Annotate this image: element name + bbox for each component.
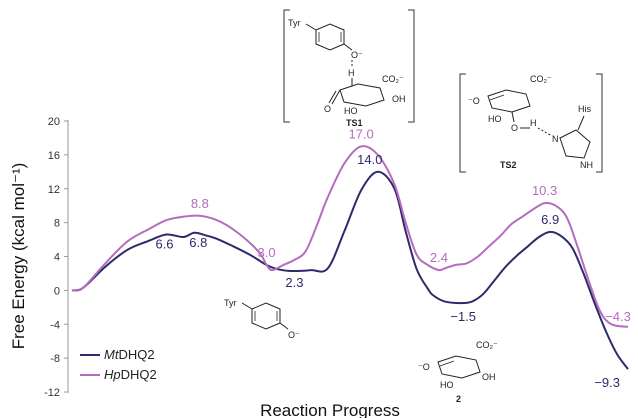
tyr-text: Tyr [224, 298, 237, 308]
ts2-co2-text: CO₂⁻ [530, 74, 552, 84]
ts1-o-text: O [324, 104, 331, 114]
c2-oh-text: OH [482, 372, 496, 382]
tyr-oxide-text: O⁻ [288, 330, 300, 340]
ts1-tyr-text: Tyr [288, 18, 301, 28]
data-label-hpdhq2: 2.4 [430, 250, 448, 265]
ts1-h-text: H [348, 68, 355, 78]
data-label-mtdhq2: 6.6 [155, 236, 173, 251]
c2-oxide-left-text: ⁻O [418, 362, 430, 372]
ts1-oh-text: OH [392, 94, 406, 104]
data-label-mtdhq2: −9.3 [594, 375, 620, 390]
ts1-structure: Tyr O⁻ H O CO₂⁻ HO OH TS1 [283, 9, 415, 128]
ts1-co2-text: CO₂⁻ [382, 74, 404, 84]
data-label-mtdhq2: 2.3 [285, 275, 303, 290]
data-label-hpdhq2: 10.3 [532, 183, 557, 198]
ts2-nh-text: NH [580, 160, 593, 170]
data-label-hpdhq2: 17.0 [348, 126, 373, 141]
series-line-hpdhq2 [71, 145, 629, 328]
y-tick-label: 4 [54, 252, 60, 264]
c2-co2-text: CO₂⁻ [476, 340, 498, 350]
data-label-mtdhq2: 6.8 [189, 235, 207, 250]
legend-label-hp: HpDHQ2 [104, 367, 157, 382]
data-label-hpdhq2: −4.3 [605, 309, 631, 324]
legend-label-mt: MtDHQ2 [104, 347, 155, 362]
ts2-ho-text: HO [488, 114, 502, 124]
data-label-mtdhq2: 6.9 [541, 212, 559, 227]
y-tick-label: 16 [48, 150, 60, 162]
ts2-n-text: N [552, 134, 559, 144]
ts2-h-text: H [530, 118, 537, 128]
x-axis-title: Reaction Progress [260, 401, 400, 418]
ts1-oxide-text: O⁻ [351, 50, 363, 60]
legend: MtDHQ2 HpDHQ2 [80, 347, 157, 382]
compound-2-label: 2 [456, 394, 461, 404]
ts2-structure: ⁻O CO₂⁻ HO O H N His NH TS2 [459, 73, 603, 173]
data-label-hpdhq2: 8.8 [191, 196, 209, 211]
ts1-label: TS1 [346, 118, 363, 128]
ts1-ho-text: HO [344, 106, 358, 116]
ts2-label: TS2 [500, 160, 517, 170]
tyr-phenolate-structure: Tyr O⁻ [224, 298, 300, 340]
data-labels-layer: 6.6 6.8 2.3 14.0 −1.5 6.9 −9.3 8.8 3.0 17.0 2.4 10.… [155, 126, 630, 390]
y-tick-label: -12 [44, 387, 60, 399]
y-axis-ticks: -12 -8 -4 0 4 8 12 16 20 [44, 116, 68, 399]
ts2-o-text: O [511, 123, 518, 133]
data-label-mtdhq2: 14.0 [357, 152, 382, 167]
y-tick-label: 0 [54, 285, 60, 297]
compound-2-structure: ⁻O CO₂⁻ HO OH 2 [418, 340, 498, 404]
data-label-mtdhq2: −1.5 [450, 309, 476, 324]
y-tick-label: -4 [50, 319, 60, 331]
series-layer [71, 145, 629, 370]
ts2-his-text: His [578, 104, 591, 114]
y-axis-title: Free Energy (kcal mol⁻¹) [9, 163, 28, 350]
c2-ho-text: HO [440, 380, 454, 390]
ts2-oxide-left-text: ⁻O [468, 96, 480, 106]
series-line-mtdhq2 [71, 170, 629, 370]
y-tick-label: 12 [48, 184, 60, 196]
y-tick-label: 20 [48, 116, 60, 128]
data-label-hpdhq2: 3.0 [258, 245, 276, 260]
y-tick-label: 8 [54, 218, 60, 230]
y-tick-label: -8 [50, 353, 60, 365]
